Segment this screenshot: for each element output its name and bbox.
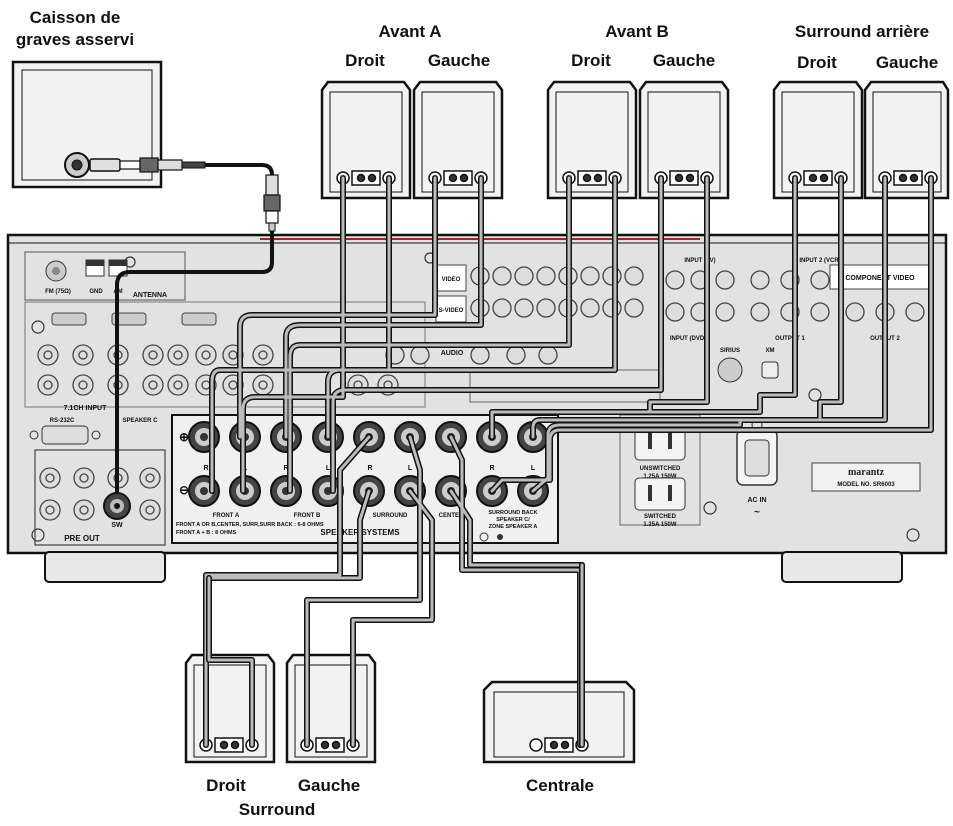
impedance-line1: FRONT A OR B,CENTER, SURR,SURR BACK : 6-…	[176, 522, 324, 528]
surround-title: Surround	[238, 800, 316, 819]
center-label: Centrale	[525, 776, 595, 795]
front-b-label: FRONT B	[294, 513, 321, 519]
surround-back-line2: SPEAKER C/	[496, 517, 530, 523]
surround-back-line1: SURROUND BACK	[488, 510, 537, 516]
brand-label: marantz	[848, 467, 885, 478]
surround-back-right-label: Droit	[797, 53, 837, 72]
left-foot	[44, 551, 166, 583]
input-vcr-label: INPUT 2 (VCR)	[799, 258, 840, 264]
front-a-right-label: Droit	[345, 51, 385, 70]
svg-text:~: ~	[754, 507, 760, 518]
hdmi-ports	[51, 312, 217, 326]
speaker-c-label: SPEAKER C	[122, 418, 158, 424]
speaker-surround-back-right	[772, 80, 864, 200]
speaker-terminals	[199, 170, 938, 753]
surround-back-title: Surround arrière	[794, 22, 930, 41]
speaker-center	[482, 680, 636, 764]
unswitched-label: UNSWITCHED	[640, 466, 681, 472]
front-b-title: Avant B	[605, 22, 669, 41]
rs232c-label: RS-232C	[50, 418, 75, 424]
power-section: UNSWITCHED 1.25A 150W SWITCHED 1.25A 150…	[619, 414, 778, 528]
sw-label: SW	[111, 522, 123, 529]
audio-label: AUDIO	[441, 350, 464, 357]
fm-label: FM (75Ω)	[45, 289, 71, 295]
ac-in-label: AC IN	[747, 497, 766, 504]
antenna-label: ANTENNA	[133, 292, 167, 299]
impedance-line2: FRONT A + B : 8 OHMS	[176, 530, 237, 536]
right-foot	[781, 551, 903, 583]
input-dvd-label: INPUT (DVD)	[670, 336, 706, 342]
component-video-label: COMPONENT VIDEO	[845, 275, 915, 282]
output1-label: OUTPUT 1	[775, 336, 805, 342]
subwoofer-cable	[89, 157, 281, 493]
term-r-1: R	[203, 465, 208, 472]
unswitched-rating: 1.25A 150W	[643, 474, 676, 480]
pre-out-label: PRE OUT	[64, 534, 100, 543]
term-r-2: R	[283, 465, 288, 472]
surround-back-left-label: Gauche	[875, 53, 939, 72]
surround-left-label: Gauche	[297, 776, 361, 795]
svg-text:⊕: ⊕	[179, 430, 189, 444]
input-tv-label: INPUT (TV)	[684, 258, 715, 264]
svg-text:⊖: ⊖	[179, 483, 189, 497]
front-a-title: Avant A	[378, 22, 442, 41]
center-term-label: CENTER	[439, 513, 464, 519]
speaker-front-b-left	[638, 80, 730, 200]
surround-term-label: SURROUND	[373, 513, 408, 519]
xm-label: XM	[766, 348, 775, 354]
term-r-4: R	[489, 465, 494, 472]
front-b-right-label: Droit	[571, 51, 611, 70]
gnd-label: GND	[89, 289, 103, 295]
model-plate: marantz MODEL NO. SR6003	[811, 462, 921, 492]
term-l-3: L	[408, 465, 413, 472]
subwoofer-title-line1: Caisson de	[29, 8, 121, 27]
switched-label: SWITCHED	[644, 514, 677, 520]
satellite-ports: SIRIUS XM	[717, 348, 779, 383]
term-l-4: L	[531, 465, 536, 472]
front-b-left-label: Gauche	[652, 51, 716, 70]
video-inputs: VIDEO S-VIDEO AUDIO COMPONENT VIDEO INPU…	[385, 258, 931, 403]
term-r-3: R	[367, 465, 372, 472]
speaker-cables	[203, 175, 934, 748]
speaker-front-a-right	[320, 80, 412, 200]
front-a-label: FRONT A	[213, 513, 240, 519]
sirius-label: SIRIUS	[720, 348, 740, 354]
front-a-left-label: Gauche	[427, 51, 491, 70]
post-front-b-r-minus	[270, 475, 302, 507]
speaker-front-b-right	[546, 80, 638, 200]
model-label: MODEL NO. SR6003	[837, 482, 895, 488]
surround-back-line3: ZONE SPEAKER A	[489, 524, 538, 530]
switched-rating: 1.25A 150W	[643, 522, 676, 528]
video-label: VIDEO	[442, 277, 461, 283]
rs232c-port: RS-232C SPEAKER C	[29, 418, 158, 445]
surround-right-label: Droit	[206, 776, 246, 795]
svideo-label: S-VIDEO	[439, 308, 464, 314]
term-l-2: L	[326, 465, 331, 472]
input-7ch-label: 7.1CH INPUT	[64, 405, 108, 412]
speaker-front-a-left	[412, 80, 504, 200]
speaker-surround-back-left	[863, 80, 950, 200]
subwoofer-title-line2: graves asservi	[15, 30, 135, 49]
